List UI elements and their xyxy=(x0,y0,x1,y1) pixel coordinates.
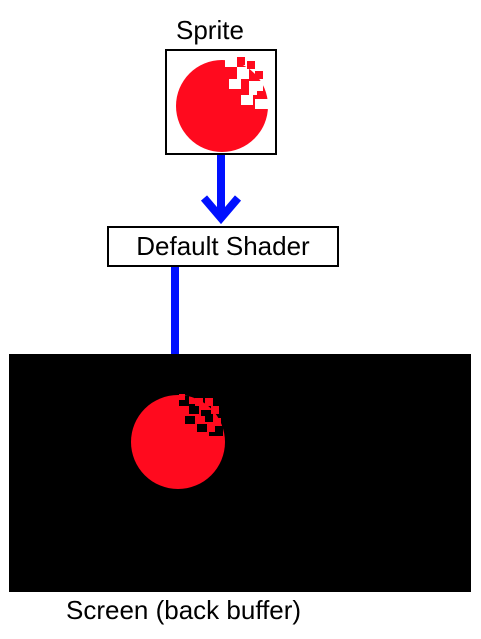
sprite-label: Sprite xyxy=(176,15,244,45)
default-shader-box: Default Shader xyxy=(107,226,339,267)
sprite-box xyxy=(165,49,277,155)
screen-render xyxy=(131,394,225,489)
arrowhead-down-icon xyxy=(200,195,242,225)
default-shader-label: Default Shader xyxy=(136,231,310,261)
screen-label: Screen (back buffer) xyxy=(66,595,302,625)
sprite-image xyxy=(176,57,268,152)
rendered-ball-icon xyxy=(131,395,225,489)
screen-back-buffer xyxy=(9,354,471,592)
